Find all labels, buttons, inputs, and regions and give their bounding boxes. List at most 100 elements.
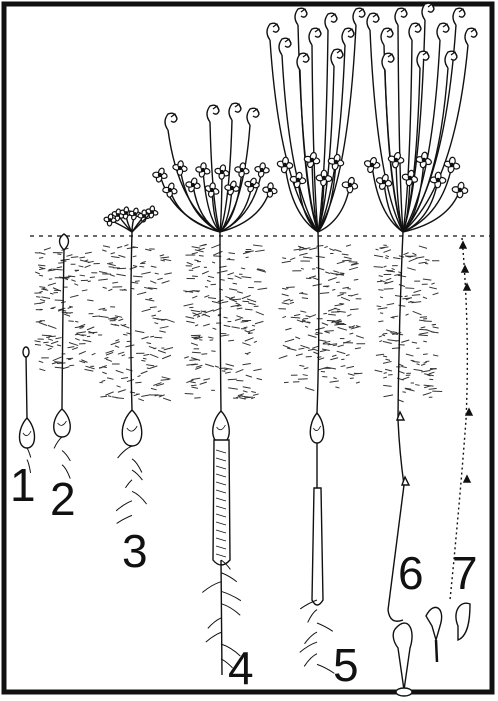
root-hair	[160, 326, 169, 328]
root-hair	[296, 354, 303, 356]
root-hair	[228, 278, 234, 279]
flower-4-6	[214, 164, 229, 179]
root-hair	[392, 316, 398, 317]
bulb-2	[54, 409, 71, 437]
root-hair	[108, 289, 112, 291]
root-hair	[431, 283, 434, 284]
root-hair	[380, 297, 383, 298]
root-branch	[300, 642, 317, 652]
root-hair	[184, 357, 189, 359]
root-hair	[235, 319, 241, 321]
root-hair	[383, 385, 391, 386]
root-hair	[39, 253, 46, 255]
root-hair	[110, 275, 115, 277]
root-hair	[80, 275, 85, 276]
stem-2	[62, 250, 64, 409]
root-hair	[322, 323, 328, 326]
root-hair	[425, 361, 429, 362]
root-hair	[335, 304, 344, 305]
root-hair	[282, 316, 286, 317]
root-hair	[342, 260, 351, 261]
root-hair	[374, 255, 383, 257]
root-hair	[335, 387, 339, 388]
root-hair	[118, 319, 123, 321]
root-hair	[425, 259, 429, 260]
root-hair	[349, 267, 358, 269]
root-hair	[255, 321, 264, 323]
seedhead-5-2	[295, 8, 307, 25]
seedhead-5-6	[353, 8, 365, 25]
root-hair	[305, 388, 314, 391]
root-hair	[332, 289, 335, 290]
root-hair	[99, 316, 108, 317]
root-hair	[228, 379, 237, 380]
root-hair	[307, 322, 311, 323]
stem-6-hook	[388, 610, 403, 621]
root-hair	[102, 380, 106, 381]
root-hair	[43, 342, 48, 343]
root-hair	[401, 340, 409, 342]
root-hair	[103, 287, 107, 288]
root-hair	[184, 304, 194, 306]
root-hair	[305, 326, 308, 327]
root-hair	[429, 372, 435, 374]
root-branch	[305, 632, 317, 644]
flower-center	[179, 167, 182, 170]
root-hair	[150, 354, 158, 357]
root-hair	[187, 262, 193, 264]
root-hair	[300, 311, 306, 312]
root-hair	[285, 328, 291, 330]
root-hair	[48, 325, 57, 328]
root-hair	[333, 345, 337, 346]
root-hair	[433, 327, 439, 328]
root-branch	[117, 515, 132, 523]
root-hair	[57, 345, 61, 346]
flower-center	[151, 211, 153, 213]
root-hair	[141, 272, 151, 274]
seedhead-4-15	[247, 108, 259, 125]
root-hairs-2	[34, 248, 100, 371]
flower-center	[458, 188, 461, 191]
root-hair	[421, 364, 425, 365]
root-hair	[74, 284, 78, 286]
root-hair	[118, 352, 124, 354]
root-hair	[88, 281, 91, 282]
root-hair	[429, 388, 437, 389]
root-hair	[111, 342, 120, 345]
root-hair	[39, 369, 45, 371]
root-hair	[433, 293, 439, 295]
root-hair	[109, 263, 113, 264]
root-hair	[315, 334, 318, 335]
stem-3	[131, 232, 132, 410]
root-branch	[132, 491, 147, 504]
root-hair	[282, 288, 286, 289]
root-hair	[39, 287, 45, 288]
root-hair	[212, 328, 216, 329]
shoot-tip-2	[60, 234, 69, 250]
root-hair	[421, 371, 430, 372]
flower-center	[159, 174, 162, 177]
root-hair	[332, 355, 336, 356]
root-hair	[228, 388, 238, 390]
root-hair	[379, 341, 382, 342]
root-hair	[130, 392, 135, 393]
root-hair	[222, 371, 225, 372]
root-hair	[165, 319, 174, 322]
root-hair	[53, 357, 62, 361]
root-hair	[192, 247, 201, 248]
root-hair	[92, 353, 96, 355]
root-hair	[298, 348, 304, 349]
root-hair	[309, 248, 317, 250]
root-hair	[283, 299, 290, 301]
root-hair	[111, 257, 119, 258]
root-hair	[75, 334, 78, 335]
flower-4-11	[263, 183, 278, 198]
root-hair	[194, 398, 200, 399]
flower-center	[117, 214, 119, 216]
root-hair	[330, 381, 339, 382]
root-hair	[146, 365, 154, 366]
root-hair	[88, 332, 97, 333]
root-hair	[141, 371, 148, 374]
root-hair	[402, 377, 410, 380]
root-hair	[147, 343, 152, 344]
